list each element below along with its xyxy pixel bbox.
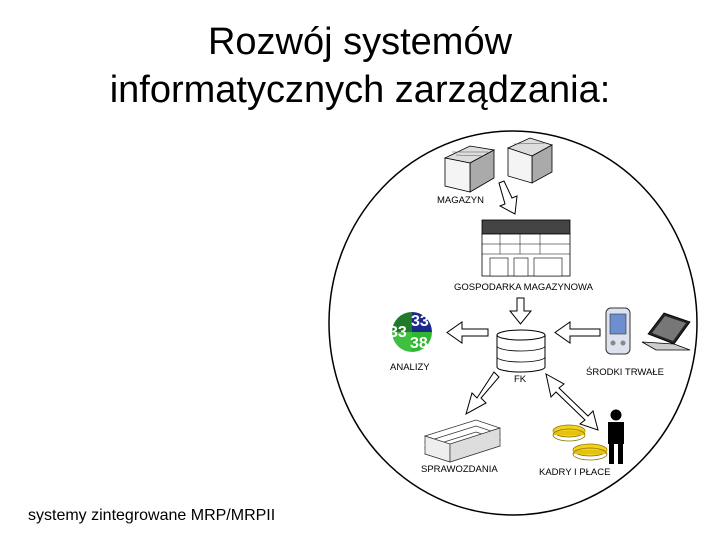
database-icon [496, 329, 546, 373]
arrow-srodki-to-fk [554, 321, 601, 344]
title-line-1: Rozwój systemów [207, 21, 513, 63]
arrow-fk-to-sprawozdania [465, 371, 500, 416]
pda-icon [605, 307, 631, 355]
label-gospodarka: GOSPODARKA MAGAZYNOWA [454, 282, 594, 293]
label-srodki: ŚRODKI TRWAŁE [586, 366, 664, 378]
analizy-number-1: 33 [411, 313, 429, 330]
title-line-2: informatycznych zarządzania: [109, 69, 611, 111]
arrow-magazyn-to-gospodarka [498, 180, 518, 215]
label-magazyn: MAGAZYN [437, 195, 484, 206]
person-icon [608, 409, 624, 464]
warehouse-building-icon [481, 219, 571, 277]
report-stack-icon [423, 419, 502, 463]
laptop-icon [641, 312, 691, 351]
arrow-gospodarka-to-fk [508, 297, 533, 325]
footer-caption: systemy zintegrowane MRP/MRPII [28, 507, 276, 524]
warehouse-boxes-icon [443, 137, 554, 193]
label-sprawozdania: SPRAWOZDANIA [421, 464, 498, 475]
label-analizy: ANALIZY [390, 362, 430, 373]
arrow-fk-to-analizy [446, 321, 489, 344]
analizy-number-3: 38 [410, 335, 428, 352]
label-fk: FK [514, 374, 527, 385]
coins-icon [552, 424, 608, 461]
label-kadry: KADRY I PŁACE [539, 467, 610, 478]
system-circle [328, 130, 698, 516]
analizy-number-2: 33 [389, 324, 407, 341]
slide-title: Rozwój systemów informatycznych zarządza… [0, 18, 720, 114]
arrow-kadry-to-fk [545, 373, 599, 431]
analysis-pie-icon: 33 33 38 [389, 312, 432, 352]
